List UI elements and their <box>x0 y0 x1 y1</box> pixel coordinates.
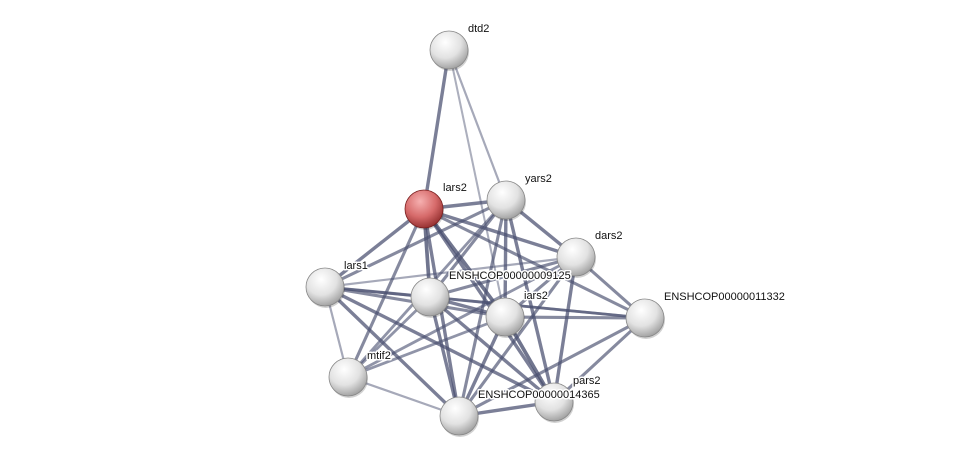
node-label: iars2 <box>524 290 548 302</box>
node-yars2[interactable]: yars2 <box>486 172 553 221</box>
node-iars2[interactable]: iars2 <box>485 289 549 338</box>
node-circle[interactable] <box>556 237 596 277</box>
node-pars2[interactable]: pars2 <box>534 374 602 423</box>
edge-yars2-lars1[interactable] <box>324 198 507 289</box>
edge-dtd2-lars2[interactable] <box>422 49 451 210</box>
node-circle[interactable] <box>410 277 450 317</box>
node-label: dars2 <box>595 230 623 242</box>
edge-iars2-mtif2[interactable] <box>347 315 506 379</box>
edge-yars2-iars2[interactable] <box>503 199 508 318</box>
edge-dars2-ENSHCOP00000009125[interactable] <box>429 255 577 299</box>
node-label: lars1 <box>344 260 368 272</box>
node-ENSHCOP00000011332[interactable]: ENSHCOP00000011332 <box>625 290 786 339</box>
node-dars2[interactable]: dars2 <box>556 229 624 278</box>
edge-ENSHCOP00000011332-pars2[interactable] <box>552 316 647 404</box>
node-label: mtif2 <box>367 350 391 362</box>
node-lars2[interactable]: lars2 <box>404 181 468 230</box>
node-circle[interactable] <box>305 267 345 307</box>
edge-dars2-lars1[interactable] <box>324 255 577 289</box>
edge-dtd2-yars2[interactable] <box>447 49 508 201</box>
node-label: yars2 <box>525 173 552 185</box>
node-ENSHCOP00000014365[interactable]: ENSHCOP00000014365 <box>439 388 601 437</box>
node-lars1[interactable]: lars1 <box>305 259 369 308</box>
node-circle[interactable] <box>485 297 525 337</box>
edge-yars2-ENSHCOP00000014365[interactable] <box>457 199 508 417</box>
node-circle[interactable] <box>404 189 444 229</box>
node-dtd2[interactable]: dtd2 <box>429 22 491 71</box>
node-label: lars2 <box>443 182 467 194</box>
edge-ENSHCOP00000011332-ENSHCOP00000014365[interactable] <box>458 316 646 418</box>
edge-iars2-ENSHCOP00000011332[interactable] <box>504 315 646 320</box>
edge-lars2-ENSHCOP00000011332[interactable] <box>423 207 646 320</box>
node-circle[interactable] <box>439 396 479 436</box>
node-circle[interactable] <box>625 298 665 338</box>
edge-dtd2-iars2[interactable] <box>447 49 507 318</box>
edge-dars2-pars2[interactable] <box>552 256 578 403</box>
node-label: dtd2 <box>468 23 489 35</box>
edge-lars1-pars2[interactable] <box>324 285 555 404</box>
edge-mtif2-ENSHCOP00000014365[interactable] <box>347 375 460 418</box>
edge-ENSHCOP00000009125-ENSHCOP00000011332[interactable] <box>429 295 646 320</box>
edge-yars2-pars2[interactable] <box>504 199 556 403</box>
edge-lars1-ENSHCOP00000014365[interactable] <box>323 285 461 418</box>
node-label: pars2 <box>573 375 601 387</box>
node-mtif2[interactable]: mtif2 <box>328 349 392 398</box>
edge-lars2-pars2[interactable] <box>422 208 556 403</box>
edge-dars2-mtif2[interactable] <box>347 255 577 379</box>
node-circle[interactable] <box>328 357 368 397</box>
edge-ENSHCOP00000009125-ENSHCOP00000014365[interactable] <box>428 296 461 417</box>
edge-ENSHCOP00000009125-pars2[interactable] <box>428 295 556 404</box>
node-label: ENSHCOP00000011332 <box>664 291 785 303</box>
node-circle[interactable] <box>534 382 574 422</box>
node-ENSHCOP00000009125[interactable]: ENSHCOP00000009125 <box>410 269 572 318</box>
node-circle[interactable] <box>429 30 469 70</box>
edge-lars2-lars1[interactable] <box>323 207 426 289</box>
node-label: ENSHCOP00000009125 <box>449 270 571 282</box>
node-label: ENSHCOP00000014365 <box>478 389 600 401</box>
node-circle[interactable] <box>486 180 526 220</box>
